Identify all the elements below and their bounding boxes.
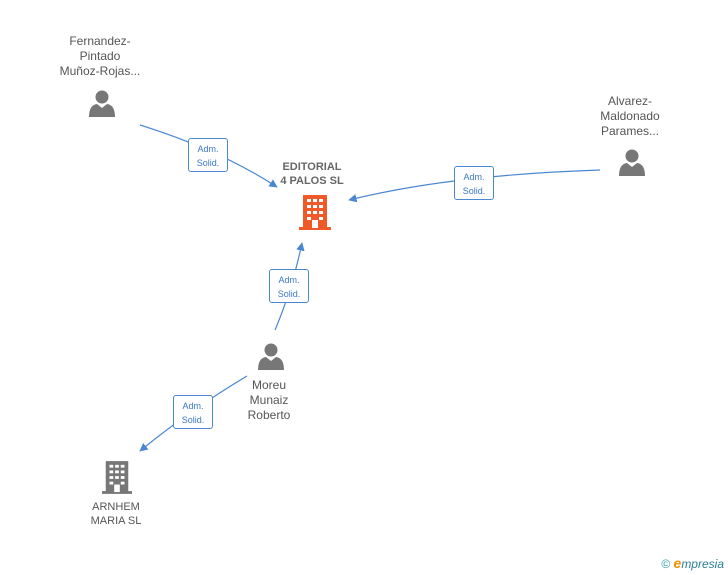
building-icon[interactable] [102, 460, 132, 495]
node-label-editorial[interactable]: EDITORIAL 4 PALOS SL [280, 161, 344, 187]
node-label-alvarez[interactable]: Alvarez- Maldonado Parames... [600, 94, 660, 138]
brand-name-first: e [673, 555, 682, 571]
edge-label: Adm. Solid. [173, 395, 213, 429]
edge-label: Adm. Solid. [269, 269, 309, 303]
node-label-moreu[interactable]: Moreu Munaiz Roberto [247, 378, 291, 422]
node-label-fernandez[interactable]: Fernandez- Pintado Muñoz-Rojas... [59, 34, 141, 78]
brand-name-rest: mpresia [681, 557, 724, 571]
edge-label: Adm. Solid. [188, 138, 228, 172]
person-icon[interactable] [88, 89, 116, 117]
person-icon[interactable] [618, 148, 646, 176]
empresia-logo: © empresia [661, 555, 724, 571]
person-icon[interactable] [257, 342, 285, 370]
node-label-arnhem[interactable]: ARNHEM MARIA SL [90, 501, 142, 527]
copyright-symbol: © [661, 557, 671, 571]
building-icon[interactable] [299, 195, 331, 230]
edge-label: Adm. Solid. [454, 166, 494, 200]
